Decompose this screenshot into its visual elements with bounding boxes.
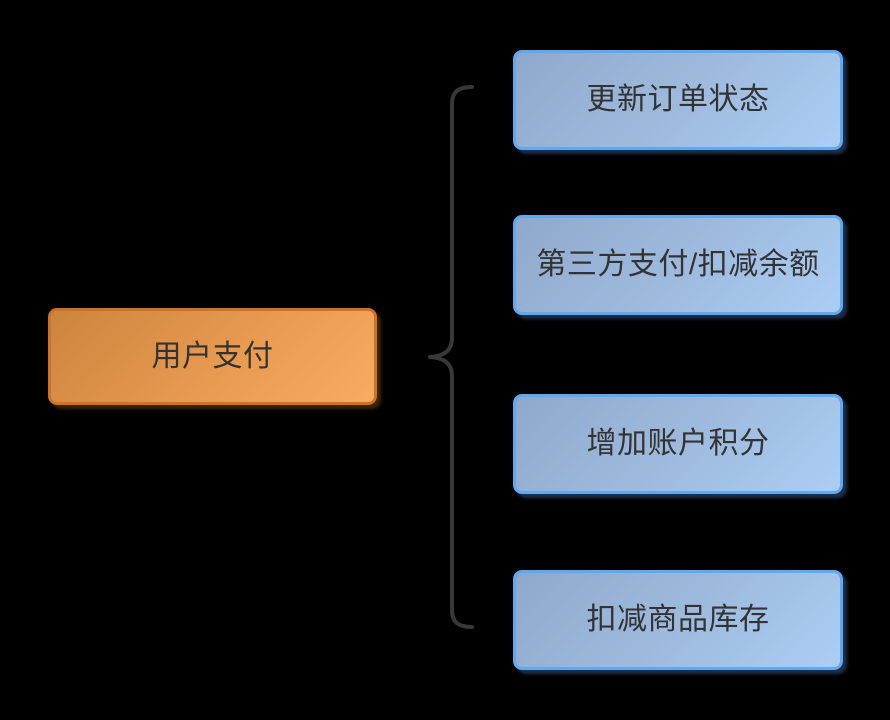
node-user-payment-label: 用户支付 (151, 339, 274, 373)
node-update-order-status-label: 更新订单状态 (586, 83, 770, 116)
node-deduct-inventory[interactable]: 扣减商品库存 (513, 570, 843, 670)
node-third-party-payment[interactable]: 第三方支付/扣减余额 (513, 215, 843, 315)
node-user-payment[interactable]: 用户支付 (48, 308, 377, 405)
curly-brace-connector (428, 85, 474, 629)
node-update-order-status[interactable]: 更新订单状态 (513, 50, 843, 150)
node-add-account-points[interactable]: 增加账户积分 (513, 394, 843, 494)
node-add-account-points-label: 增加账户积分 (586, 427, 770, 460)
node-third-party-payment-label: 第三方支付/扣减余额 (536, 248, 820, 281)
node-deduct-inventory-label: 扣减商品库存 (586, 603, 770, 636)
